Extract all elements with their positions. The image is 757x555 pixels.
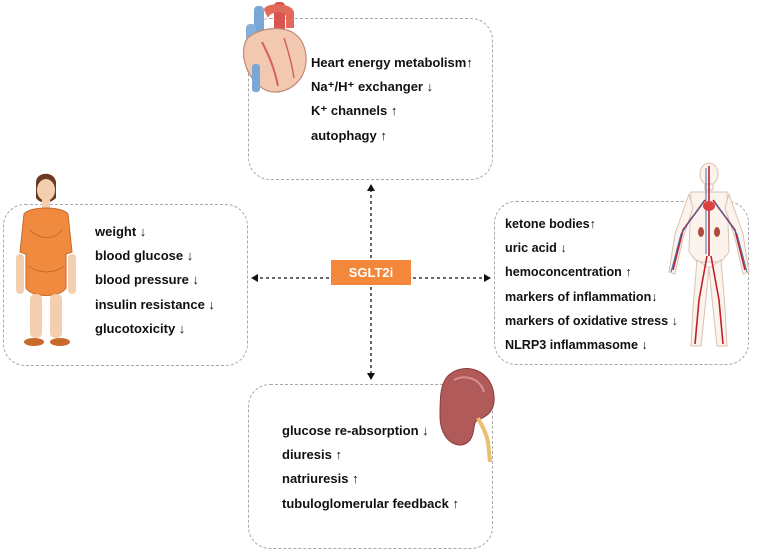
list-item: insulin resistance ↓ [95, 296, 215, 312]
list-item: tubuloglomerular feedback ↑ [282, 495, 459, 511]
list-item: K⁺ channels ↑ [311, 103, 398, 119]
list-item: blood glucose ↓ [95, 248, 194, 264]
sglt2i-label: SGLT2i [331, 260, 411, 285]
list-item: autophagy ↑ [311, 127, 387, 143]
heart-effects-list: Heart energy metabolism↑ Na⁺/H⁺ exchange… [311, 51, 473, 148]
list-item: hemoconcentration ↑ [505, 265, 632, 280]
list-item: glucotoxicity ↓ [95, 320, 186, 336]
list-item: weight ↓ [95, 224, 147, 239]
list-item: Heart energy metabolism↑ [311, 55, 473, 70]
heart-icon [243, 2, 307, 93]
systemic-effects-list: weight ↓ blood glucose ↓ blood pressure … [95, 220, 215, 341]
list-item: ketone bodies↑ [505, 217, 596, 231]
list-item: Na⁺/H⁺ exchanger ↓ [311, 79, 434, 95]
list-item: glucose re-absorption ↓ [282, 423, 429, 438]
list-item: blood pressure ↓ [95, 272, 200, 288]
list-item: diuresis ↑ [282, 447, 342, 463]
kidney-effects-list: glucose re-absorption ↓ diuresis ↑ natri… [282, 419, 459, 516]
obese-person-icon [16, 173, 76, 346]
list-item: natriuresis ↑ [282, 471, 359, 487]
list-item: markers of oxidative stress ↓ [505, 313, 678, 328]
vascular-system-icon [668, 162, 750, 347]
list-item: markers of inflammation↓ [505, 289, 658, 304]
list-item: uric acid ↓ [505, 241, 567, 256]
biomarker-effects-list: ketone bodies↑ uric acid ↓ hemoconcentra… [505, 212, 678, 357]
kidney-icon [439, 368, 495, 463]
list-item: NLRP3 inflammasome ↓ [505, 338, 648, 353]
